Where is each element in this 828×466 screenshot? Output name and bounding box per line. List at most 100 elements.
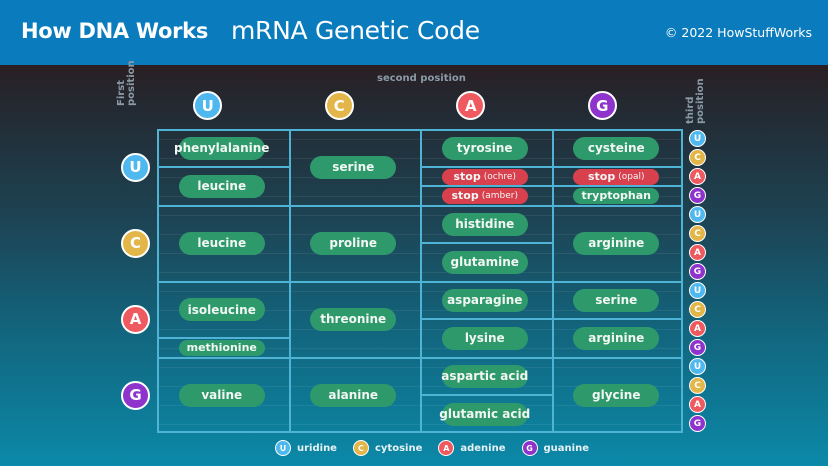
amino-acid-pill: asparagine [441, 288, 528, 312]
second-position-label: second position [377, 73, 466, 84]
uridine-icon: U [275, 440, 291, 456]
amino-acid-name: methionine [186, 341, 257, 354]
amino-acid-pill: valine [178, 383, 265, 407]
amino-acid-pill: glutamic acid [439, 402, 531, 426]
amino-acid-pill: phenylalanine [174, 136, 269, 160]
third-position-a-icon: A [689, 168, 706, 185]
third-position-label: third position [685, 64, 706, 124]
codon-grid [157, 129, 683, 433]
header-bar: How DNA Works mRNA Genetic Code © 2022 H… [0, 0, 828, 65]
amino-acid-name: serine [332, 160, 375, 174]
cell-divider [157, 166, 289, 168]
amino-acid-name: valine [201, 388, 243, 402]
guanine-icon: G [521, 440, 538, 456]
cell-divider [420, 318, 552, 320]
cytosine-icon: C [352, 440, 369, 456]
legend-label: adenine [460, 442, 506, 454]
amino-acid-pill: arginine [573, 231, 660, 255]
row-divider [159, 281, 681, 283]
cell-divider [420, 242, 552, 244]
stop-codon-name: (opal) [618, 171, 645, 182]
amino-acid-name: aspartic acid [441, 369, 529, 383]
amino-acid-name: cysteine [587, 141, 645, 155]
amino-acid-pill: leucine [178, 174, 265, 198]
second-position-c-icon: C [324, 91, 354, 120]
second-position-u-icon: U [193, 91, 223, 120]
second-position-g-icon: G [587, 91, 617, 120]
first-position-u-icon: U [121, 152, 150, 182]
cell-divider [420, 394, 552, 396]
amino-acid-pill: alanine [310, 383, 397, 407]
amino-acid-name: arginine [588, 331, 645, 345]
row-divider [159, 357, 681, 359]
amino-acid-pill: aspartic acid [441, 364, 529, 388]
stop-codon-pill: stop(ochre) [441, 168, 528, 185]
amino-acid-name: leucine [197, 236, 247, 250]
legend-label: guanine [543, 442, 589, 454]
amino-acid-pill: arginine [573, 326, 660, 350]
third-position-u-icon: U [689, 206, 706, 223]
first-position-label-line2: position [126, 60, 137, 106]
stop-codon-name: (ochre) [483, 171, 516, 182]
amino-acid-name: glutamine [450, 255, 519, 269]
cell-divider [420, 185, 552, 187]
amino-acid-pill: threonine [310, 307, 397, 331]
copyright-notice: © 2022 HowStuffWorks [664, 25, 812, 40]
amino-acid-name: glycine [592, 388, 641, 402]
third-position-u-icon: U [689, 130, 706, 147]
amino-acid-name: asparagine [447, 293, 523, 307]
cell-divider [420, 166, 552, 168]
amino-acid-name: stop [453, 170, 481, 183]
third-position-c-icon: C [689, 377, 706, 394]
amino-acid-pill: proline [310, 231, 397, 255]
amino-acid-pill: methionine [178, 339, 265, 356]
cell-divider [551, 318, 683, 320]
adenine-icon: A [438, 440, 455, 456]
page-title: mRNA Genetic Code [231, 16, 480, 45]
amino-acid-name: threonine [320, 312, 387, 326]
column-divider [551, 131, 554, 431]
amino-acid-name: histidine [455, 217, 515, 231]
first-position-c-icon: C [121, 228, 150, 258]
stop-codon-pill: stop(opal) [573, 168, 660, 185]
amino-acid-name: tyrosine [456, 141, 513, 155]
third-position-g-icon: G [689, 187, 706, 204]
third-position-a-icon: A [689, 320, 706, 337]
amino-acid-name: alanine [328, 388, 379, 402]
legend-label: cytosine [374, 442, 423, 454]
stop-codon-name: (amber) [481, 190, 518, 201]
third-position-c-icon: C [689, 301, 706, 318]
third-position-u-icon: U [689, 282, 706, 299]
cell-divider [157, 337, 289, 339]
amino-acid-pill: lysine [441, 326, 528, 350]
amino-acid-pill: serine [310, 155, 397, 179]
first-position-a-icon: A [121, 304, 150, 334]
legend-label: uridine [297, 442, 337, 454]
amino-acid-name: leucine [197, 179, 247, 193]
first-position-g-icon: G [121, 380, 150, 410]
third-position-c-icon: C [689, 149, 706, 166]
second-position-a-icon: A [456, 91, 486, 120]
third-position-g-icon: G [689, 263, 706, 280]
brand-title: How DNA Works [21, 19, 209, 43]
third-position-a-icon: A [689, 244, 706, 261]
third-position-a-icon: A [689, 396, 706, 413]
cell-divider [551, 185, 683, 187]
stop-codon-pill: stop(amber) [441, 187, 528, 204]
amino-acid-name: glutamic acid [439, 407, 531, 421]
amino-acid-pill: leucine [178, 231, 265, 255]
amino-acid-name: serine [595, 293, 638, 307]
amino-acid-name: proline [329, 236, 378, 250]
amino-acid-pill: glycine [573, 383, 660, 407]
amino-acid-pill: glutamine [441, 250, 528, 274]
amino-acid-name: phenylalanine [174, 141, 270, 155]
third-position-u-icon: U [689, 358, 706, 375]
third-position-c-icon: C [689, 225, 706, 242]
amino-acid-pill: tyrosine [441, 136, 528, 160]
amino-acid-name: tryptophan [581, 189, 651, 202]
amino-acid-name: stop [587, 170, 616, 183]
